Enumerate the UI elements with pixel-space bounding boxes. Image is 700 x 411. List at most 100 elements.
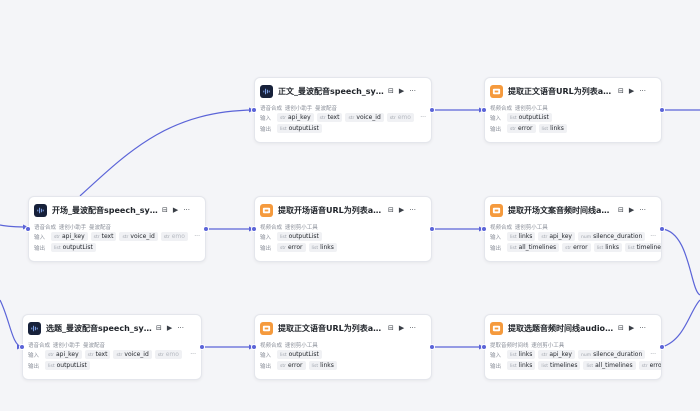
run-icon[interactable]: ▶ [628,87,635,95]
param-type: str [116,353,123,358]
param-name: links [518,362,533,369]
node-actions: ⊟ ▶ ··· [388,87,416,95]
more-menu-icon[interactable]: ··· [639,206,646,214]
debug-icon[interactable]: ⊟ [162,206,168,214]
output-port[interactable] [659,344,665,350]
debug-icon[interactable]: ⊟ [618,324,624,332]
output-port[interactable] [203,226,209,232]
input-port[interactable] [251,344,257,350]
more-menu-icon[interactable]: ··· [183,206,190,214]
input-port[interactable] [481,344,487,350]
input-port[interactable] [19,344,25,350]
more-menu-icon[interactable]: ··· [409,206,416,214]
debug-icon[interactable]: ⊟ [388,324,394,332]
param-type: str [54,235,60,240]
run-icon[interactable]: ▶ [398,324,405,332]
output-port[interactable] [429,107,435,113]
param-name: links [605,244,619,251]
run-icon[interactable]: ▶ [628,206,635,214]
workflow-node-n1[interactable]: 正文_曼波配音speech_synth⊟▶···语音合成_速创小助手_曼波配音输… [254,77,432,143]
more-params-indicator: ··· [194,233,200,240]
param-name: links [518,351,533,358]
more-menu-icon[interactable]: ··· [639,87,646,95]
param-name: api_key [55,351,79,358]
param-name: error [517,125,533,132]
param-type: str [93,235,100,240]
inputs-label: 输入 [260,234,272,241]
param-name: outputList [288,125,319,132]
workflow-node-n3[interactable]: 开场_曼波配音speech_synth⊟▶···语音合成_速创小助手_曼波配音输… [28,196,206,262]
run-icon[interactable]: ▶ [172,206,179,214]
run-icon[interactable]: ▶ [628,324,635,332]
debug-icon[interactable]: ⊟ [388,87,394,95]
workflow-node-n6[interactable]: 选题_曼波配音speech_synth⊟▶···语音合成_速创小助手_曼波配音输… [22,314,202,380]
debug-icon[interactable]: ⊟ [618,87,624,95]
output-port[interactable] [429,344,435,350]
param-type: list [311,364,319,369]
output-port[interactable] [659,107,665,113]
node-subtitle: 语音合成_速创小助手_曼波配音 [28,343,106,348]
debug-icon[interactable]: ⊟ [388,206,394,214]
node-subtitle: 语音合成_速创小助手_曼波配音 [34,225,112,230]
param-name: timelines [549,362,578,369]
param-name: text [101,233,114,240]
param-name: emo [171,233,185,240]
run-icon[interactable]: ▶ [166,324,173,332]
node-actions: ⊟ ▶ ··· [162,206,190,214]
node-subtitle: 视频合成_速创剪小工具 [260,225,318,230]
param-name: outputList [62,244,93,251]
param-type: str [280,246,286,251]
param-name: links [550,125,564,132]
param-type: list [596,246,604,251]
more-menu-icon[interactable]: ··· [409,87,416,95]
node-subtitle: 视频合成_速创剪小工具 [260,343,318,348]
input-port[interactable] [481,226,487,232]
input-port[interactable] [251,107,257,113]
output-port[interactable] [659,226,665,232]
run-icon[interactable]: ▶ [398,87,405,95]
plugin-icon [490,321,503,335]
input-port[interactable] [251,226,257,232]
input-port[interactable] [25,226,31,232]
more-menu-icon[interactable]: ··· [409,324,416,332]
more-menu-icon[interactable]: ··· [177,324,184,332]
outputs-label: 输出 [260,126,272,133]
run-icon[interactable]: ▶ [398,206,405,214]
node-header: 提取正文语音URL为列表audi⊟▶··· [485,78,661,100]
output-port[interactable] [199,344,205,350]
more-menu-icon[interactable]: ··· [639,324,646,332]
param-type: str [319,116,326,121]
input-port[interactable] [481,107,487,113]
debug-icon[interactable]: ⊟ [618,206,624,214]
param-name: emo [165,351,179,358]
param-name: outputList [518,114,549,121]
param-type: num [580,353,592,358]
tts-waveform-icon [260,84,273,98]
output-port[interactable] [429,226,435,232]
debug-icon[interactable]: ⊟ [156,324,162,332]
